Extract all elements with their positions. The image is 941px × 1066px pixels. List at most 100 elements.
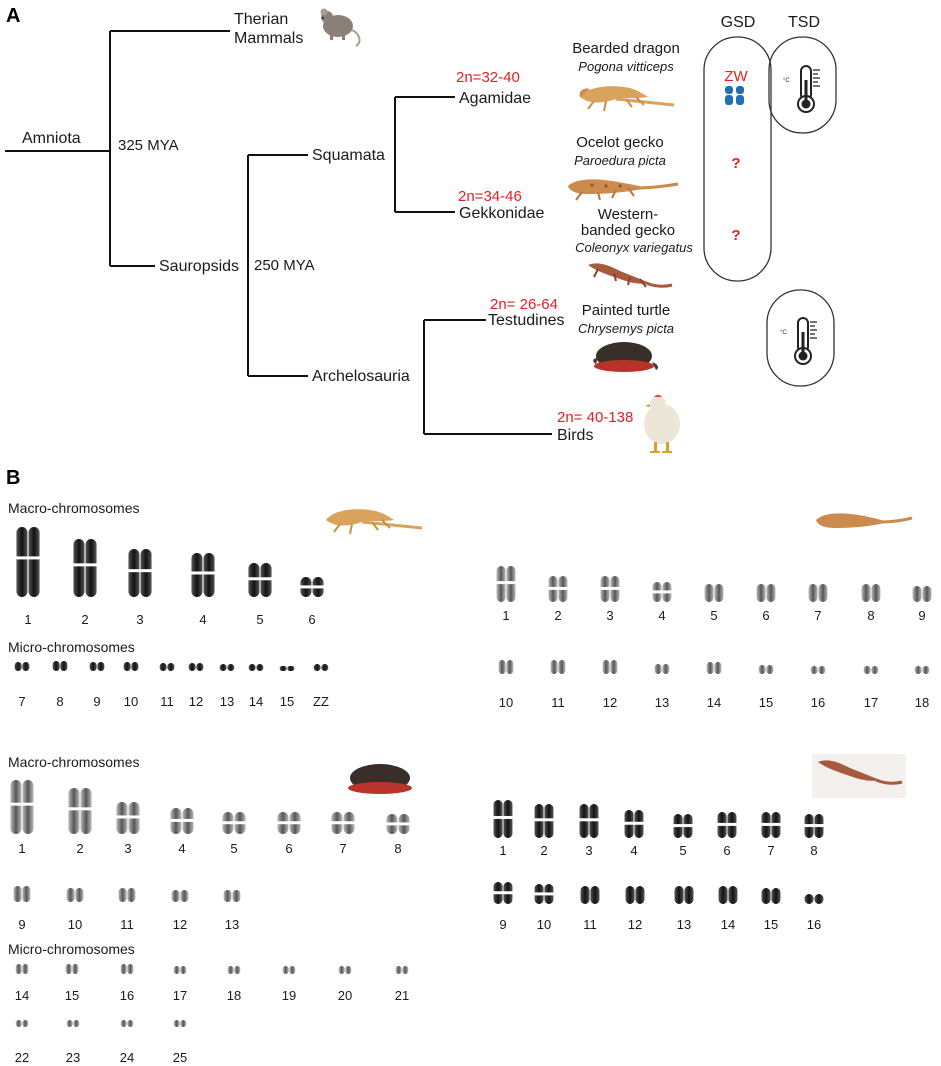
species-name-banded-gecko-1: Western- bbox=[598, 206, 659, 223]
turtle-macro-2-chromosome-label: 11 bbox=[120, 917, 134, 932]
gekkonidae-karyotype: 2n=34-46 bbox=[458, 188, 522, 205]
dragon-micro-chromosome bbox=[279, 666, 295, 671]
root-label: Amniota bbox=[22, 130, 81, 147]
turtle-macro-chromosome bbox=[385, 814, 411, 834]
ocelot-gecko-chromosome-label: 6 bbox=[762, 608, 769, 623]
ocelot-gecko-micro-chromosome bbox=[498, 660, 514, 674]
turtle-micro-chromosome-label: 17 bbox=[173, 988, 187, 1003]
ocelot-gecko-micro-chromosome bbox=[914, 666, 930, 674]
ocelot-gecko-chromosome bbox=[547, 576, 569, 602]
birds-karyotype: 2n= 40-138 bbox=[557, 409, 633, 426]
ocelot-gecko-chromosome bbox=[704, 584, 724, 602]
dragon-micro-chromosome-label: 15 bbox=[280, 694, 294, 709]
banded-gecko-2-chromosome-label: 11 bbox=[583, 917, 597, 932]
turtle-micro-2-chromosome-label: 25 bbox=[173, 1050, 187, 1065]
banded-gecko-gsd: ? bbox=[731, 227, 740, 244]
dragon-micro-chromosome bbox=[89, 662, 105, 671]
ocelot-gecko-chromosome bbox=[861, 584, 881, 602]
sauropsid-age-label: 250 MYA bbox=[254, 257, 315, 274]
turtle-macro-chromosome bbox=[276, 812, 302, 834]
banded-gecko-chromosome bbox=[578, 804, 600, 838]
dragon-macro-chromosome bbox=[247, 563, 273, 597]
turtle-macro-chromosome-label: 2 bbox=[76, 841, 83, 856]
turtle-micro-chromosome bbox=[120, 964, 134, 974]
turtle-macro-chromosome-label: 7 bbox=[339, 841, 346, 856]
banded-gecko-2-chromosome bbox=[718, 886, 738, 904]
dragon-micro-chromosome-label: 11 bbox=[160, 694, 174, 709]
turtle-micro-2-chromosome bbox=[66, 1020, 80, 1027]
banded-gecko-2-chromosome bbox=[674, 886, 694, 904]
dragon-macro-chromosome bbox=[15, 527, 41, 597]
species-name-bearded-dragon: Bearded dragon bbox=[572, 40, 680, 57]
turtle-micro-title: Micro-chromosomes bbox=[8, 941, 135, 957]
dragon-macro-title: Macro-chromosomes bbox=[8, 500, 139, 516]
turtle-micro-chromosome-label: 19 bbox=[282, 988, 296, 1003]
dragon-micro-chromosome-label: 12 bbox=[189, 694, 203, 709]
banded-gecko-chromosome-label: 5 bbox=[679, 843, 686, 858]
amniota-age-label: 325 MYA bbox=[118, 137, 179, 154]
ocelot-gecko-micro-chromosome bbox=[602, 660, 618, 674]
banded-gecko-2-chromosome bbox=[580, 886, 600, 904]
turtle-macro-chromosome bbox=[169, 808, 195, 834]
ocelot-gecko-micro-chromosome bbox=[550, 660, 566, 674]
banded-gecko-2-chromosome bbox=[804, 894, 824, 904]
turtle-macro-2-chromosome-label: 12 bbox=[173, 917, 187, 932]
ocelot-gecko-chromosome bbox=[808, 584, 828, 602]
ocelot-gecko-micro-chromosome bbox=[758, 665, 774, 674]
ocelot-gecko-chromosome-label: 7 bbox=[814, 608, 821, 623]
turtle-micro-2-chromosome bbox=[173, 1020, 187, 1027]
banded-gecko-2-chromosome-label: 13 bbox=[677, 917, 691, 932]
dragon-micro-chromosome bbox=[14, 662, 30, 671]
banded-gecko-chromosome bbox=[533, 804, 555, 838]
ocelot-gecko-chromosome bbox=[599, 576, 621, 602]
tsd-capsule-turtle bbox=[766, 289, 835, 387]
ocelot-gecko-micro-chromosome bbox=[863, 666, 879, 674]
turtle-macro-chromosome-label: 5 bbox=[230, 841, 237, 856]
banded-gecko-2-chromosome bbox=[625, 886, 645, 904]
ocelot-gecko-icon bbox=[816, 513, 913, 528]
turtle-micro-chromosome bbox=[15, 964, 29, 974]
turtle-micro-chromosome bbox=[338, 966, 352, 974]
zw-chromosome-icon bbox=[725, 86, 744, 105]
turtle-micro-chromosome-label: 16 bbox=[120, 988, 134, 1003]
panel-a-label: A bbox=[6, 5, 20, 27]
thermometer-icon: °C bbox=[780, 317, 817, 365]
banded-gecko-2-chromosome-label: 14 bbox=[721, 917, 735, 932]
turtle-micro-2-chromosome-label: 23 bbox=[66, 1050, 80, 1065]
ocelot-gecko-micro-chromosome-label: 17 bbox=[864, 695, 878, 710]
turtle-micro-2-chromosome-label: 24 bbox=[120, 1050, 134, 1065]
ocelot-gecko-micro-chromosome-label: 13 bbox=[655, 695, 669, 710]
turtle-micro-chromosome bbox=[65, 964, 79, 974]
dragon-micro-chromosome bbox=[313, 664, 329, 671]
turtle-macro-chromosome bbox=[221, 812, 247, 834]
banded-gecko-chromosome bbox=[623, 810, 645, 838]
turtle-micro-chromosome-label: 18 bbox=[227, 988, 241, 1003]
turtle-macro-chromosome-label: 6 bbox=[285, 841, 292, 856]
turtle-micro-2-chromosome-label: 22 bbox=[15, 1050, 29, 1065]
thermometer-icon: °C bbox=[783, 65, 820, 113]
turtle-macro-chromosome-label: 4 bbox=[178, 841, 185, 856]
ocelot-gecko-micro-chromosome-label: 11 bbox=[551, 695, 565, 710]
turtle-macro-2-chromosome-label: 10 bbox=[68, 917, 82, 932]
agamidae-karyotype: 2n=32-40 bbox=[456, 69, 520, 86]
dragon-micro-chromosome bbox=[52, 661, 68, 671]
gsd-capsule bbox=[703, 36, 772, 282]
banded-gecko-chromosome-label: 3 bbox=[585, 843, 592, 858]
turtle-macro-chromosome-label: 1 bbox=[18, 841, 25, 856]
ocelot-gecko-chromosome bbox=[756, 584, 776, 602]
ocelot-gecko-chromosome-label: 8 bbox=[867, 608, 874, 623]
dragon-micro-chromosome-label: 14 bbox=[249, 694, 263, 709]
tsd-capsule-squamata bbox=[768, 36, 837, 134]
thermo-unit-1: °C bbox=[783, 78, 790, 84]
dragon-micro-chromosome-label: ZZ bbox=[313, 694, 329, 709]
banded-gecko-2-chromosome-label: 10 bbox=[537, 917, 551, 932]
squamata-label: Squamata bbox=[312, 147, 385, 164]
ocelot-gecko-micro-chromosome-label: 14 bbox=[707, 695, 721, 710]
ocelot-gecko-chromosome bbox=[912, 586, 932, 602]
turtle-macro-2-chromosome-label: 13 bbox=[225, 917, 239, 932]
turtle-micro-chromosome-label: 20 bbox=[338, 988, 352, 1003]
dragon-macro-chromosome-label: 5 bbox=[256, 612, 263, 627]
banded-gecko-icon bbox=[588, 263, 673, 288]
turtle-micro-2-chromosome bbox=[15, 1020, 29, 1027]
